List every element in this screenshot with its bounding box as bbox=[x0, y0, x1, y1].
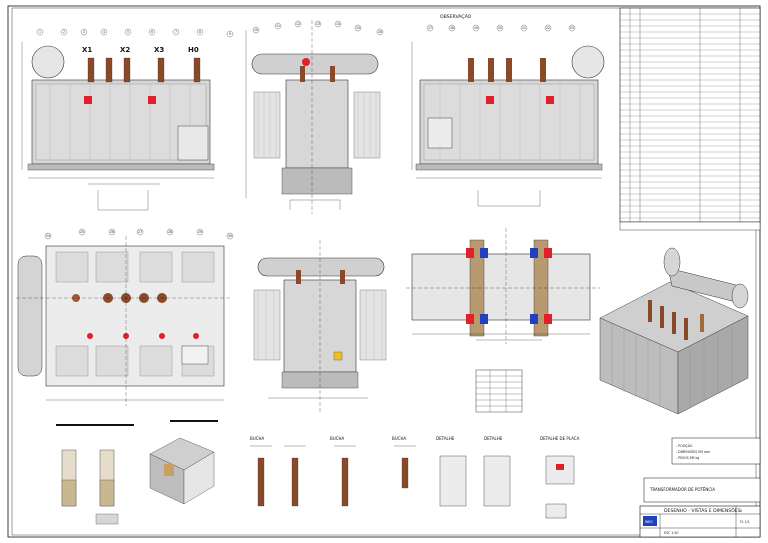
view-rear: OBSERVAÇÃO bbox=[411, 13, 605, 207]
callout-number: 28 bbox=[168, 230, 172, 234]
callout-number: 5 bbox=[127, 30, 129, 34]
callout-number: 24 bbox=[46, 234, 50, 238]
callout-number: 30 bbox=[228, 234, 232, 238]
view-side-right bbox=[253, 240, 387, 412]
callout-number: 8 bbox=[199, 30, 201, 34]
callout-balloon bbox=[544, 24, 552, 32]
sheet-border bbox=[7, 5, 761, 538]
callout-balloon bbox=[108, 228, 116, 236]
callout-balloon bbox=[80, 28, 88, 36]
detail-title: DETALHE bbox=[436, 436, 455, 441]
sheet-inner-border bbox=[11, 7, 757, 536]
drawing-subtitle: TRANSFORMADOR DE POTÊNCIA bbox=[649, 487, 715, 492]
view-label: X2 bbox=[120, 46, 130, 54]
callout-balloon bbox=[36, 28, 44, 36]
callout-number: 22 bbox=[546, 26, 550, 30]
callout-balloon bbox=[166, 228, 174, 236]
callout-number: 2 bbox=[63, 30, 65, 34]
view-label: X1 bbox=[82, 46, 92, 54]
view-base-plan bbox=[406, 228, 600, 413]
callout-number: 25 bbox=[80, 230, 84, 234]
drawing-rev: 0 bbox=[740, 509, 742, 513]
callout-balloon bbox=[124, 28, 132, 36]
view-label: H0 bbox=[188, 46, 199, 54]
callout-balloon bbox=[148, 28, 156, 36]
callout-number: 14 bbox=[336, 22, 340, 26]
callout-balloon bbox=[334, 20, 342, 28]
callout-number: 12 bbox=[296, 22, 300, 26]
callout-balloon bbox=[520, 24, 528, 32]
callout-balloon bbox=[252, 26, 260, 34]
callout-number: 18 bbox=[450, 26, 454, 30]
drawing-main-title: DESENHO - VISTAS E DIMENSÕES bbox=[664, 507, 741, 514]
callout-number: 10 bbox=[254, 28, 258, 32]
callout-balloon bbox=[426, 24, 434, 32]
detail-section: BUCHA BUCHA BUCHA DETALHE DETALHE DETALH… bbox=[56, 420, 580, 525]
legend-line: - POSIÇÃO bbox=[676, 443, 693, 448]
detail-title: BUCHA bbox=[330, 436, 344, 441]
title-block: - POSIÇÃO - DIMENSÕES EM mm - PESOS EM k… bbox=[639, 437, 761, 538]
detail-title: DETALHE bbox=[484, 436, 503, 441]
callout-balloon bbox=[78, 228, 86, 236]
callout-balloon bbox=[568, 24, 576, 32]
view-top bbox=[16, 236, 232, 406]
view-side-left bbox=[245, 20, 381, 214]
drawing-sheet-number: FL 1/1 bbox=[740, 520, 750, 524]
callout-number: 4 bbox=[103, 30, 105, 34]
detail-title: BUCHA bbox=[392, 436, 406, 441]
callout-number: 26 bbox=[110, 230, 114, 234]
callout-number: 9 bbox=[229, 32, 231, 36]
callout-number: 15 bbox=[356, 26, 360, 30]
callout-balloon bbox=[100, 28, 108, 36]
callout-number: 17 bbox=[428, 26, 432, 30]
callout-balloon bbox=[376, 28, 384, 36]
callout-balloon bbox=[294, 20, 302, 28]
callout-number: 29 bbox=[198, 230, 202, 234]
view-isometric bbox=[599, 247, 749, 415]
callout-balloon bbox=[44, 232, 52, 240]
callout-balloon bbox=[226, 30, 234, 38]
callout-number: 27 bbox=[138, 230, 142, 234]
callout-balloon bbox=[472, 24, 480, 32]
callout-balloon bbox=[60, 28, 68, 36]
callout-balloon bbox=[354, 24, 362, 32]
callout-number: 23 bbox=[570, 26, 574, 30]
detail-title: BUCHA bbox=[250, 436, 264, 441]
callout-balloon bbox=[314, 20, 322, 28]
view-label: X3 bbox=[154, 46, 164, 54]
callout-balloon bbox=[196, 228, 204, 236]
parts-list-table bbox=[619, 7, 761, 231]
callout-number: 16 bbox=[378, 30, 382, 34]
view-front: X1 X2 X3 H0 bbox=[21, 42, 215, 211]
callout-balloon bbox=[172, 28, 180, 36]
callout-balloon bbox=[226, 232, 234, 240]
detail-title: DETALHE DE PLACA bbox=[540, 436, 580, 441]
callout-number: 11 bbox=[276, 24, 280, 28]
callout-number: 6 bbox=[151, 30, 153, 34]
callout-balloon bbox=[274, 22, 282, 30]
callout-balloon bbox=[136, 228, 144, 236]
brand-logo: WEG bbox=[645, 520, 653, 524]
callout-number: 20 bbox=[498, 26, 502, 30]
callout-number: 21 bbox=[522, 26, 526, 30]
observation-note: OBSERVAÇÃO bbox=[440, 13, 472, 20]
callout-number: 7 bbox=[175, 30, 177, 34]
callout-number: 19 bbox=[474, 26, 478, 30]
legend-line: - DIMENSÕES EM mm bbox=[676, 449, 710, 454]
callout-number: 3 bbox=[83, 30, 85, 34]
callout-number: 13 bbox=[316, 22, 320, 26]
legend-line: - PESOS EM kg bbox=[676, 456, 699, 460]
callout-balloon bbox=[496, 24, 504, 32]
callout-balloon bbox=[196, 28, 204, 36]
drawing-scale: ESC 1:50 bbox=[664, 531, 678, 535]
callout-balloon bbox=[448, 24, 456, 32]
callout-number: 1 bbox=[39, 30, 41, 34]
